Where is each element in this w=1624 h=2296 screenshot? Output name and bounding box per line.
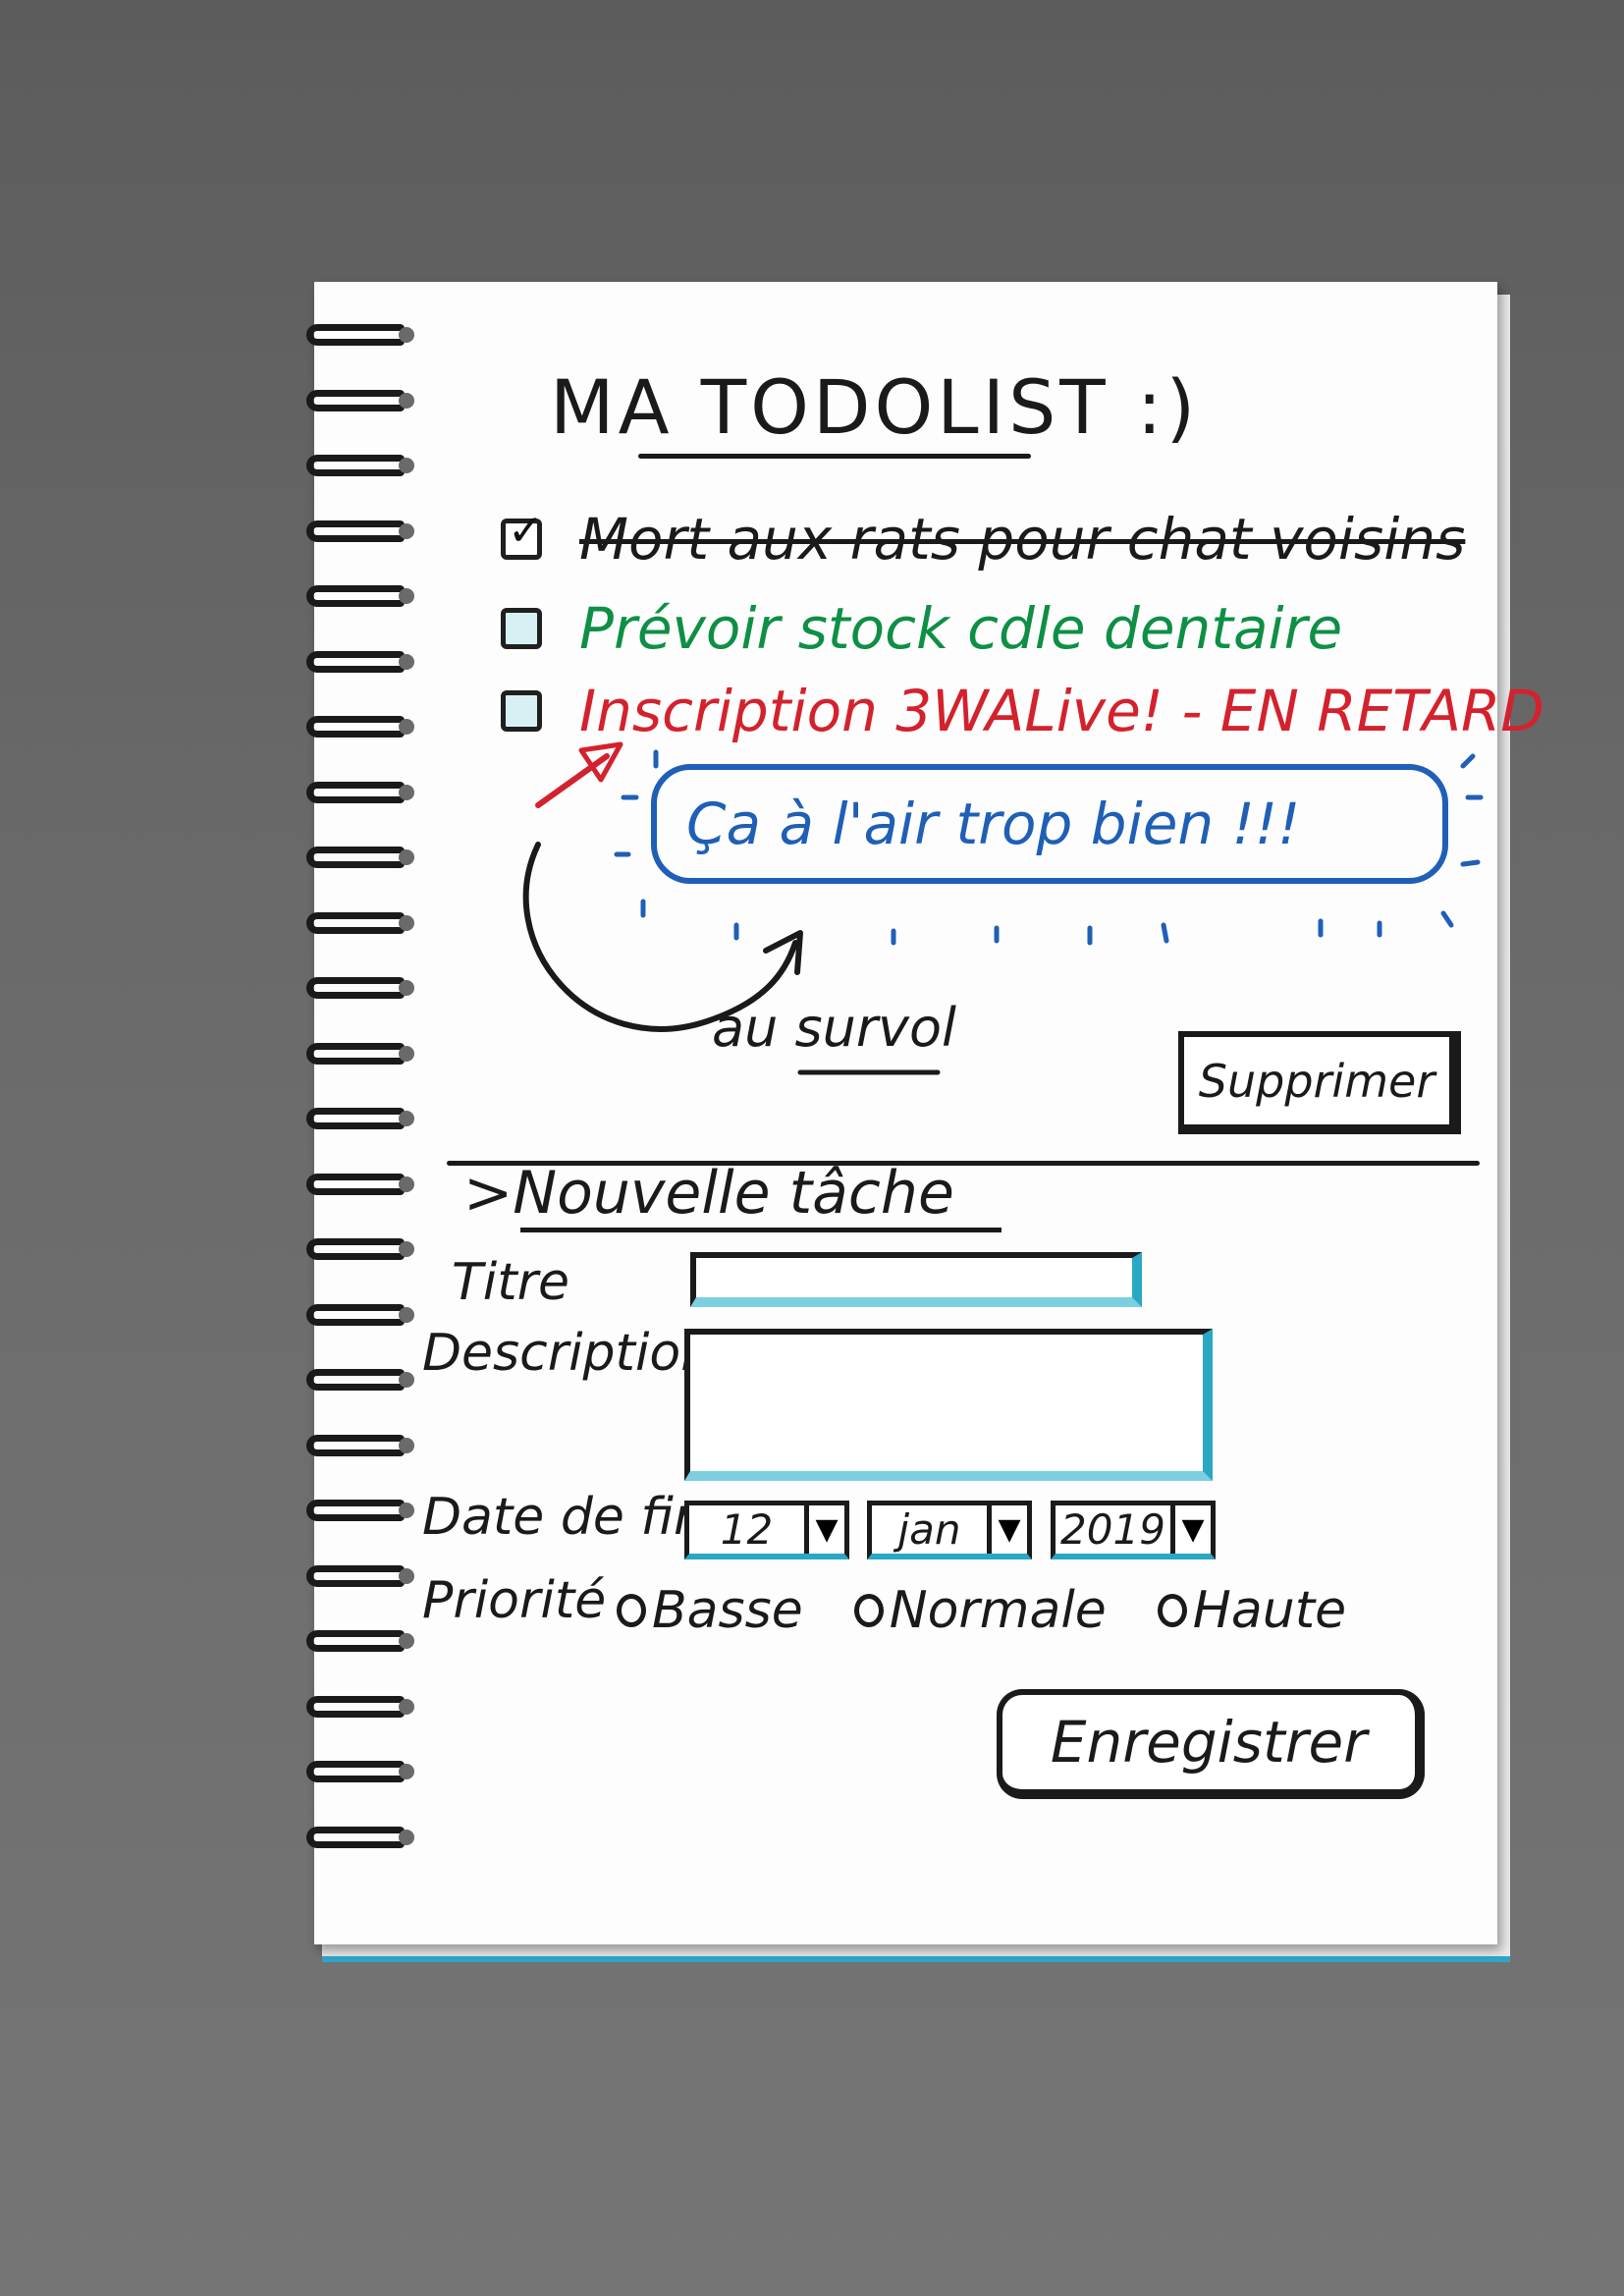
new-task-heading: >Nouvelle tâche	[463, 1159, 954, 1228]
title-label: Titre	[452, 1253, 569, 1312]
new-task-heading-underline	[520, 1228, 1001, 1232]
year-select-value: 2019	[1060, 1505, 1165, 1554]
spiral-hole	[399, 392, 414, 409]
spiral-hole	[399, 1306, 414, 1323]
spiral-hole	[399, 1764, 414, 1779]
day-select-value: 12	[720, 1505, 774, 1554]
priority-option-label: Basse	[652, 1581, 803, 1640]
spiral-hole	[399, 458, 414, 473]
year-select[interactable]: 2019 ▼	[1051, 1501, 1216, 1559]
spiral-hole	[399, 980, 414, 996]
spiral-hole	[399, 1045, 414, 1062]
priority-option-label: Normale	[889, 1581, 1107, 1640]
delete-button[interactable]: Supprimer	[1178, 1031, 1461, 1134]
spiral-hole	[399, 1503, 414, 1518]
spiral-hole	[399, 719, 414, 735]
save-button[interactable]: Enregistrer	[997, 1689, 1425, 1799]
radio-circle[interactable]	[853, 1594, 884, 1627]
spiral-hole	[399, 1111, 414, 1126]
priority-radio-normal[interactable]: Normale	[853, 1581, 1107, 1640]
todo-checkbox-checked[interactable]: ✓	[501, 510, 544, 560]
description-label: Description	[422, 1324, 714, 1383]
priority-label: Priorité	[422, 1571, 607, 1630]
todo-label: Prévoir stock cdle dentaire	[579, 595, 1343, 662]
spiral-hole	[399, 588, 414, 604]
spiral-hole	[399, 849, 414, 865]
spiral-hole	[399, 1437, 414, 1453]
tooltip-text: Ça à l'air trop bien !!!	[686, 791, 1301, 857]
page-title: MA TODOLIST :)	[550, 363, 1200, 451]
radio-circle[interactable]	[1157, 1594, 1187, 1627]
notebook-spiral	[306, 324, 414, 1895]
spiral-hole	[399, 1633, 414, 1649]
hover-annotation-label: au survol	[712, 997, 957, 1059]
title-input[interactable]	[690, 1252, 1142, 1307]
triangle-down-icon[interactable]: ▼	[987, 1505, 1027, 1554]
radio-circle[interactable]	[617, 1594, 646, 1627]
tooltip-glow-marks	[614, 749, 1484, 946]
spiral-hole	[399, 1829, 414, 1845]
spiral-hole	[399, 784, 414, 800]
spiral-hole	[399, 1567, 414, 1584]
title-underline	[638, 454, 1031, 459]
spiral-hole	[399, 327, 414, 343]
todo-label-done: Mort aux rats pour chat voisins	[579, 506, 1466, 573]
check-icon: ✓	[508, 506, 544, 556]
month-select[interactable]: jan ▼	[867, 1501, 1032, 1559]
hover-tooltip: Ça à l'air trop bien !!!	[651, 764, 1448, 884]
day-select[interactable]: 12 ▼	[684, 1501, 849, 1559]
todo-item[interactable]: Prévoir stock cdle dentaire	[501, 595, 1342, 662]
due-date-label: Date de fin	[422, 1488, 706, 1547]
priority-radio-high[interactable]: Haute	[1157, 1581, 1347, 1640]
spiral-hole	[399, 1175, 414, 1192]
todo-checkbox[interactable]	[501, 690, 542, 732]
triangle-down-icon[interactable]: ▼	[804, 1505, 844, 1554]
month-select-value: jan	[897, 1505, 961, 1554]
todo-item[interactable]: ✓ Mort aux rats pour chat voisins	[501, 506, 1465, 573]
arrow-icon	[522, 842, 803, 1032]
triangle-down-icon[interactable]: ▼	[1170, 1505, 1211, 1554]
priority-radio-group: Basse Normale Haute	[617, 1581, 1397, 1640]
todo-checkbox[interactable]	[501, 608, 542, 649]
description-textarea[interactable]	[684, 1329, 1213, 1481]
priority-option-label: Haute	[1192, 1581, 1347, 1640]
todo-label-overdue: Inscription 3WALive! - EN RETARD	[579, 678, 1544, 744]
spiral-hole	[399, 1241, 414, 1257]
todo-item-overdue[interactable]: Inscription 3WALive! - EN RETARD	[501, 678, 1544, 744]
section-divider	[447, 1161, 1480, 1166]
priority-radio-low[interactable]: Basse	[617, 1581, 803, 1640]
spiral-hole	[399, 1372, 414, 1388]
arrow-icon	[535, 741, 623, 808]
spiral-hole	[399, 1698, 414, 1715]
spiral-hole	[399, 914, 414, 931]
spiral-hole	[399, 522, 414, 539]
spiral-hole	[399, 653, 414, 670]
